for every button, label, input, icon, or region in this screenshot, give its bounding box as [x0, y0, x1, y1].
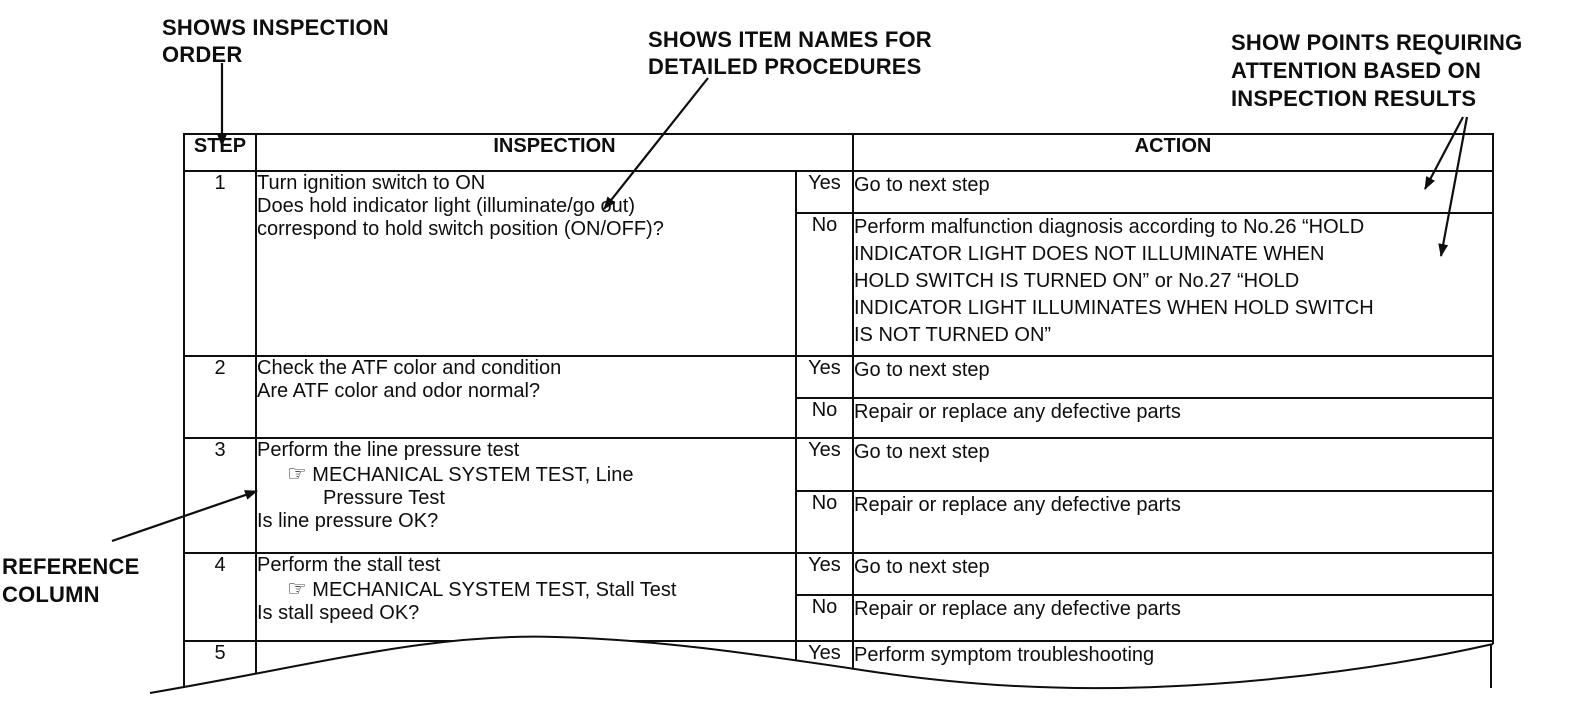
action-cell: Go to next step [852, 170, 1494, 214]
inspection-cell: Perform the stall test ☞ MECHANICAL SYST… [255, 552, 797, 642]
reference-text: MECHANICAL SYSTEM TEST, Line [312, 464, 634, 486]
result-cell: No [795, 212, 854, 357]
reference-line: ☞ MECHANICAL SYSTEM TEST, Line [257, 462, 795, 487]
result-cell: Yes [795, 437, 854, 492]
inspection-line: Perform the line pressure test [257, 439, 520, 461]
result-cell: Yes [795, 552, 854, 596]
step-cell: 4 [183, 552, 257, 642]
result-cell: Yes [795, 640, 854, 691]
annotation-line: ORDER [162, 42, 243, 67]
step-cell: 3 [183, 437, 257, 554]
table-header-row: STEP INSPECTION ACTION [183, 133, 1494, 172]
action-cell: Go to next step [852, 552, 1494, 596]
inspection-line: Are ATF color and odor normal? [257, 380, 541, 402]
action-line: Perform malfunction diagnosis according … [854, 216, 1365, 238]
action-cell: Perform malfunction diagnosis according … [852, 212, 1494, 357]
reference-text: MECHANICAL SYSTEM TEST, Stall Test [312, 579, 677, 601]
annotation-line: SHOW POINTS REQUIRING [1231, 30, 1523, 55]
table-row: No Repair or replace any defective parts [184, 397, 1494, 439]
annotation-attention-points: SHOW POINTS REQUIRING ATTENTION BASED ON… [1231, 29, 1522, 113]
table-row: No Perform malfunction diagnosis accordi… [184, 212, 1494, 357]
annotation-inspection-order: SHOWS INSPECTION ORDER [162, 14, 389, 68]
inspection-cell [255, 640, 797, 691]
step-cell: 1 [183, 170, 257, 357]
annotation-line: INSPECTION RESULTS [1231, 86, 1477, 111]
action-cell: Perform symptom troubleshooting [852, 640, 1494, 691]
reference-continuation: Pressure Test [323, 487, 445, 509]
inspection-cell: Check the ATF color and condition Are AT… [255, 355, 797, 439]
inspection-line: Turn ignition switch to ON [257, 172, 486, 194]
table-row: 1 Turn ignition switch to ON Does hold i… [183, 170, 1494, 357]
result-cell: No [795, 397, 854, 439]
action-line: IS NOT TURNED ON” [854, 324, 1052, 346]
table-row: 4 Perform the stall test ☞ MECHANICAL SY… [183, 552, 1494, 642]
annotation-line: COLUMN [2, 582, 100, 607]
annotation-item-names: SHOWS ITEM NAMES FOR DETAILED PROCEDURES [648, 26, 932, 80]
inspection-line: Check the ATF color and condition [257, 357, 562, 379]
inspection-table: STEP INSPECTION ACTION 1 Turn ignition s… [183, 133, 1494, 691]
annotation-line: DETAILED PROCEDURES [648, 54, 922, 79]
result-cell: Yes [795, 170, 854, 214]
action-line: INDICATOR LIGHT ILLUMINATES WHEN HOLD SW… [854, 297, 1374, 319]
table-row: 3 Perform the line pressure test ☞ MECHA… [183, 437, 1494, 554]
result-cell: Yes [795, 355, 854, 399]
annotation-line: ATTENTION BASED ON [1231, 58, 1482, 83]
inspection-line: Does hold indicator light (illuminate/go… [257, 195, 635, 217]
annotation-line: SHOWS INSPECTION [162, 15, 389, 40]
inspection-line: Perform the stall test [257, 554, 441, 576]
annotation-line: SHOWS ITEM NAMES FOR [648, 27, 932, 52]
table-row: 5 Yes Perform symptom troubleshooting [183, 640, 1494, 691]
result-cell: No [795, 490, 854, 554]
action-column-header: ACTION [852, 133, 1494, 172]
inspection-cell: Turn ignition switch to ON Does hold ind… [255, 170, 797, 357]
step-column-header: STEP [183, 133, 257, 172]
action-cell: Repair or replace any defective parts [852, 397, 1494, 439]
annotation-line: REFERENCE [2, 554, 140, 579]
step-cell: 5 [183, 640, 257, 691]
table-row: 2 Check the ATF color and condition Are … [183, 355, 1494, 439]
reference-pointer-icon: ☞ [287, 576, 307, 601]
annotation-reference-column: REFERENCE COLUMN [2, 553, 140, 609]
inspection-cell: Perform the line pressure test ☞ MECHANI… [255, 437, 797, 554]
table-row: No Repair or replace any defective parts [184, 490, 1494, 554]
reference-pointer-icon: ☞ [287, 461, 307, 486]
action-cell: Go to next step [852, 355, 1494, 399]
inspection-line: correspond to hold switch position (ON/O… [257, 218, 664, 240]
action-cell: Repair or replace any defective parts [852, 594, 1494, 642]
step-cell: 2 [183, 355, 257, 439]
reference-line: ☞ MECHANICAL SYSTEM TEST, Stall Test [257, 577, 795, 602]
action-line: INDICATOR LIGHT DOES NOT ILLUMINATE WHEN [854, 243, 1325, 265]
action-cell: Repair or replace any defective parts [852, 490, 1494, 554]
inspection-line: Is stall speed OK? [257, 602, 420, 624]
inspection-column-header: INSPECTION [255, 133, 854, 172]
action-cell: Go to next step [852, 437, 1494, 492]
inspection-line: Is line pressure OK? [257, 510, 439, 532]
action-line: HOLD SWITCH IS TURNED ON” or No.27 “HOLD [854, 270, 1300, 292]
result-cell: No [795, 594, 854, 642]
